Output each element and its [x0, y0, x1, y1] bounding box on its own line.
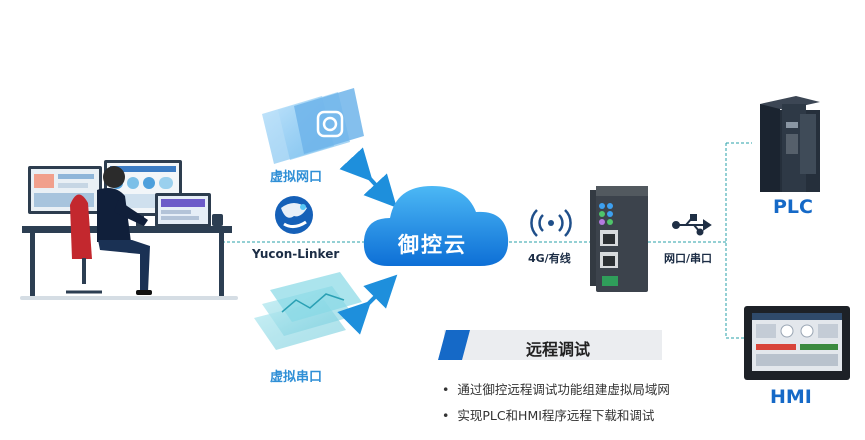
- bidirectional-arrows: [337, 147, 398, 335]
- link-port-label: 网口/串口: [664, 252, 713, 265]
- wireless-signal-icon: [530, 209, 572, 237]
- cloud-label: 御控云: [398, 233, 467, 257]
- bullet-text-1: 通过御控远程调试功能组建虚拟局域网: [457, 382, 670, 397]
- yucon-linker-icon: [275, 196, 313, 234]
- bullet-dot: •: [442, 408, 458, 423]
- connection-lines: [222, 142, 752, 339]
- yucon-linker-label: Yucon-Linker: [252, 247, 340, 261]
- virtual-net-port-label: 虚拟网口: [270, 170, 323, 185]
- virtual-serial-port-label: 虚拟串口: [270, 370, 323, 385]
- cloud-shape: [363, 186, 509, 266]
- hmi-label: HMI: [770, 386, 812, 408]
- plc-device: [760, 96, 820, 192]
- bullet-dot: •: [442, 382, 458, 397]
- gateway-device: [590, 186, 648, 292]
- bullet-item-1: • 通过御控远程调试功能组建虚拟局域网: [442, 379, 670, 398]
- bullet-item-2: • 实现PLC和HMI程序远程下载和调试: [442, 405, 654, 424]
- bullet-text-2: 实现PLC和HMI程序远程下载和调试: [457, 408, 655, 423]
- workstation-illustration: [20, 160, 238, 300]
- plc-label: PLC: [773, 196, 813, 218]
- hmi-device: [744, 306, 850, 380]
- virtual-net-port-graphic: [262, 88, 364, 164]
- virtual-serial-port-graphic: [254, 272, 362, 350]
- usb-icon: [672, 214, 712, 236]
- panel-title: 远程调试: [526, 340, 591, 359]
- panel-banner: [438, 330, 662, 360]
- link-4g-label: 4G/有线: [528, 252, 571, 265]
